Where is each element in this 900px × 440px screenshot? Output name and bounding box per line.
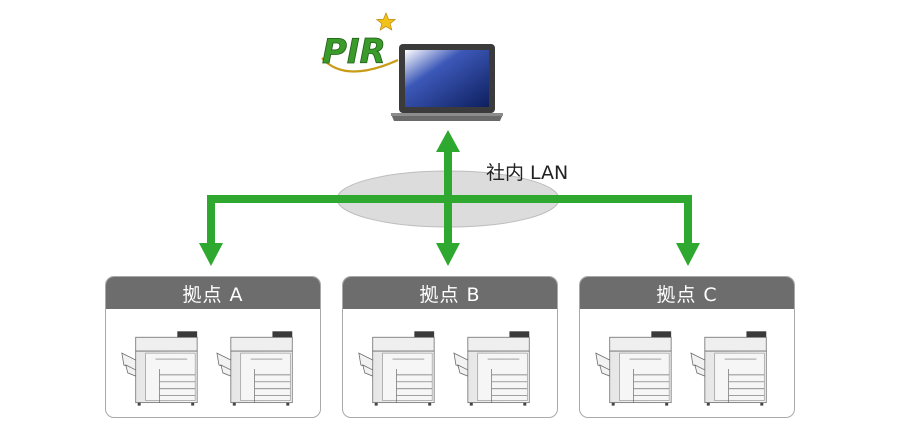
site-label-a: 拠点 A — [106, 277, 320, 309]
logo-text: PIR — [322, 32, 386, 72]
connection-arrows — [199, 130, 700, 266]
multifunction-printer-icon — [121, 330, 198, 407]
site-box-c: 拠点 C — [579, 276, 795, 418]
pir-logo: PIR — [321, 12, 399, 73]
multifunction-printer-icon — [453, 330, 530, 407]
multifunction-printer-icon — [358, 330, 435, 407]
site-box-a: 拠点 A — [105, 276, 321, 418]
site-label-c: 拠点 C — [580, 277, 794, 309]
star-icon — [375, 12, 397, 31]
lan-label: 社内 LAN — [486, 162, 569, 184]
site-label-b: 拠点 B — [343, 277, 557, 309]
multifunction-printer-icon — [595, 330, 672, 407]
laptop-icon — [391, 44, 503, 121]
multifunction-printer-icon — [216, 330, 293, 407]
multifunction-printer-icon — [690, 330, 767, 407]
site-box-b: 拠点 B — [342, 276, 558, 418]
